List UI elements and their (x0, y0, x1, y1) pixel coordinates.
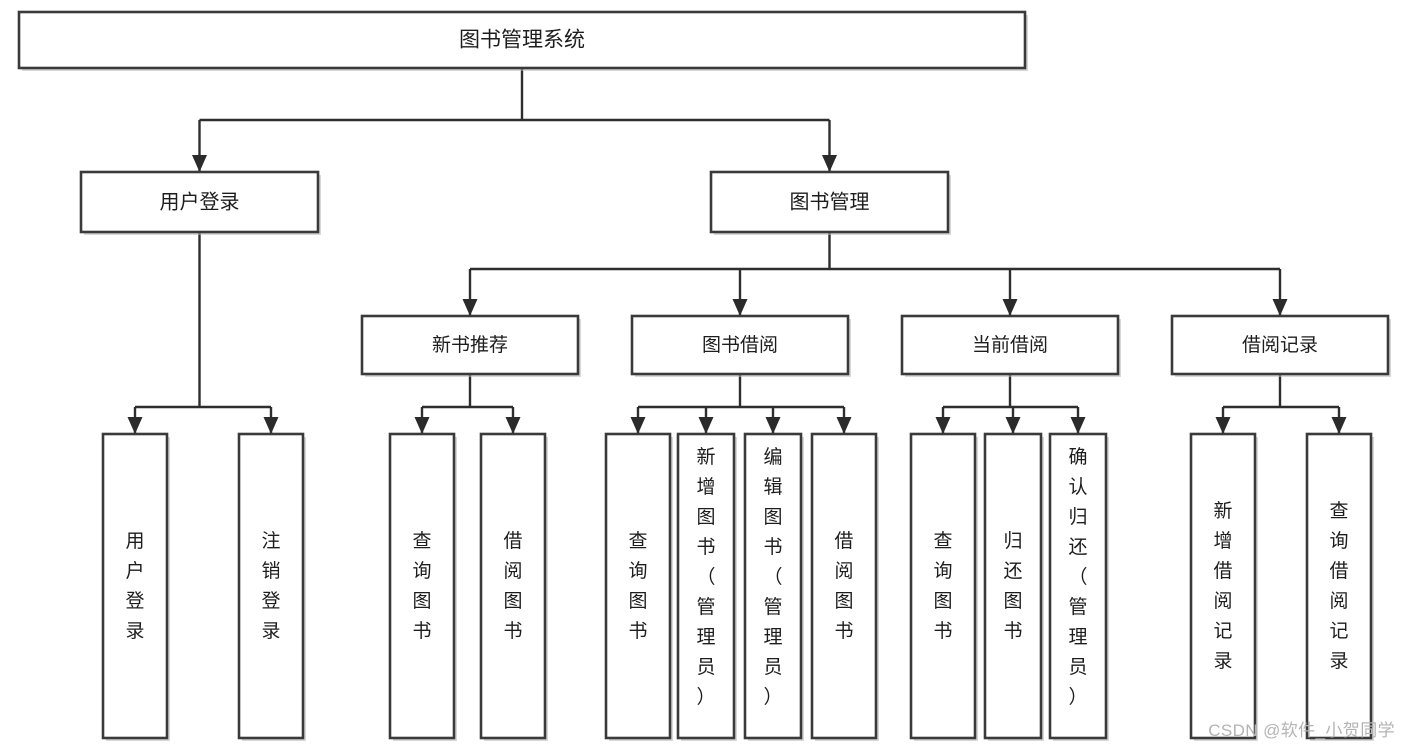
arrow-head-icon (1331, 417, 1347, 434)
node-box[interactable] (1048, 432, 1108, 740)
leaf-node-8[interactable]: 借阅图书 (810, 432, 879, 741)
leaf-node-13[interactable]: 查询借阅记录 (1305, 432, 1374, 741)
node-box[interactable] (1305, 432, 1373, 740)
leaf-node-3[interactable]: 查询图书 (388, 432, 457, 741)
arrow-head-icon (414, 417, 430, 434)
node-box[interactable] (743, 432, 803, 740)
leaf-label: 新增图书（管理员） (696, 446, 715, 708)
leaf-label: 查询借阅记录 (1329, 500, 1348, 672)
level3-node-1[interactable]: 新书推荐 (360, 314, 581, 377)
arrow-head-icon (630, 417, 646, 434)
node-box[interactable] (360, 314, 580, 376)
leaf-node-7[interactable]: 编辑图书（管理员） (743, 432, 804, 741)
node-box[interactable] (101, 432, 169, 740)
leaf-label: 编辑图书（管理员） (763, 446, 782, 708)
arrow-head-icon (462, 299, 478, 316)
leaf-label: 新增借阅记录 (1213, 500, 1232, 672)
leaf-node-12[interactable]: 新增借阅记录 (1189, 432, 1258, 741)
leaf-label: 归还图书 (1003, 530, 1022, 642)
node-box[interactable] (983, 432, 1043, 740)
leaf-node-4[interactable]: 借阅图书 (479, 432, 548, 741)
arrow-head-icon (1215, 417, 1231, 434)
arrow-head-icon (698, 417, 714, 434)
node-box[interactable] (79, 170, 320, 234)
node-box[interactable] (676, 432, 736, 740)
leaf-label: 用户登录 (125, 531, 144, 642)
arrow-head-icon (765, 417, 781, 434)
level3-node-4[interactable]: 借阅记录 (1170, 314, 1391, 377)
watermark-label: CSDN @软件_小贺同学 (1208, 721, 1395, 740)
arrow-head-icon (263, 417, 279, 434)
node-box[interactable] (709, 170, 950, 234)
node-box[interactable] (630, 314, 850, 376)
node-box[interactable] (1170, 314, 1390, 376)
arrow-head-icon (127, 417, 143, 434)
leaf-label: 注销登录 (261, 530, 280, 642)
arrow-head-icon (822, 155, 837, 172)
arrow-head-icon (1070, 417, 1086, 434)
arrow-head-icon (836, 417, 852, 434)
node-label: 图书借阅 (702, 334, 778, 356)
level2-node-2[interactable]: 图书管理 (709, 170, 951, 235)
node-layer: 图书管理系统用户登录图书管理新书推荐图书借阅当前借阅借阅记录用户登录注销登录查询… (17, 10, 1391, 741)
arrow-head-icon (1005, 417, 1021, 434)
node-box[interactable] (237, 432, 305, 740)
leaf-label: 查询图书 (412, 530, 431, 642)
node-label: 当前借阅 (972, 334, 1048, 356)
node-box[interactable] (909, 432, 977, 740)
arrow-head-icon (1272, 299, 1288, 316)
node-box[interactable] (479, 432, 547, 740)
leaf-node-10[interactable]: 归还图书 (983, 432, 1044, 741)
node-label: 图书管理 (790, 190, 870, 213)
leaf-label: 确认归还（管理员） (1068, 446, 1087, 708)
level2-node-1[interactable]: 用户登录 (79, 170, 321, 235)
leaf-label: 查询图书 (933, 530, 952, 642)
node-box[interactable] (1189, 432, 1257, 740)
arrow-head-icon (732, 299, 748, 316)
node-box[interactable] (900, 314, 1120, 376)
leaf-node-11[interactable]: 确认归还（管理员） (1048, 432, 1109, 741)
root-node-book-management-system[interactable]: 图书管理系统 (17, 10, 1028, 71)
level3-node-3[interactable]: 当前借阅 (900, 314, 1121, 377)
node-label: 借阅记录 (1242, 334, 1318, 356)
node-box[interactable] (17, 10, 1027, 70)
node-label: 图书管理系统 (459, 29, 585, 52)
node-label: 用户登录 (160, 190, 240, 213)
leaf-node-9[interactable]: 查询图书 (909, 432, 978, 741)
leaf-label: 借阅图书 (834, 530, 853, 642)
leaf-node-1[interactable]: 用户登录 (101, 432, 170, 741)
connector-layer (127, 68, 1347, 434)
leaf-node-2[interactable]: 注销登录 (237, 432, 306, 741)
leaf-label: 借阅图书 (503, 530, 522, 642)
node-label: 新书推荐 (432, 334, 508, 356)
leaf-node-5[interactable]: 查询图书 (604, 432, 673, 741)
level3-node-2[interactable]: 图书借阅 (630, 314, 851, 377)
node-box[interactable] (810, 432, 878, 740)
leaf-node-6[interactable]: 新增图书（管理员） (676, 432, 737, 741)
leaf-label: 查询图书 (628, 530, 647, 642)
node-box[interactable] (388, 432, 456, 740)
arrow-head-icon (192, 155, 207, 172)
node-box[interactable] (604, 432, 672, 740)
arrow-head-icon (1002, 299, 1018, 316)
arrow-head-icon (935, 417, 951, 434)
arrow-head-icon (505, 417, 521, 434)
